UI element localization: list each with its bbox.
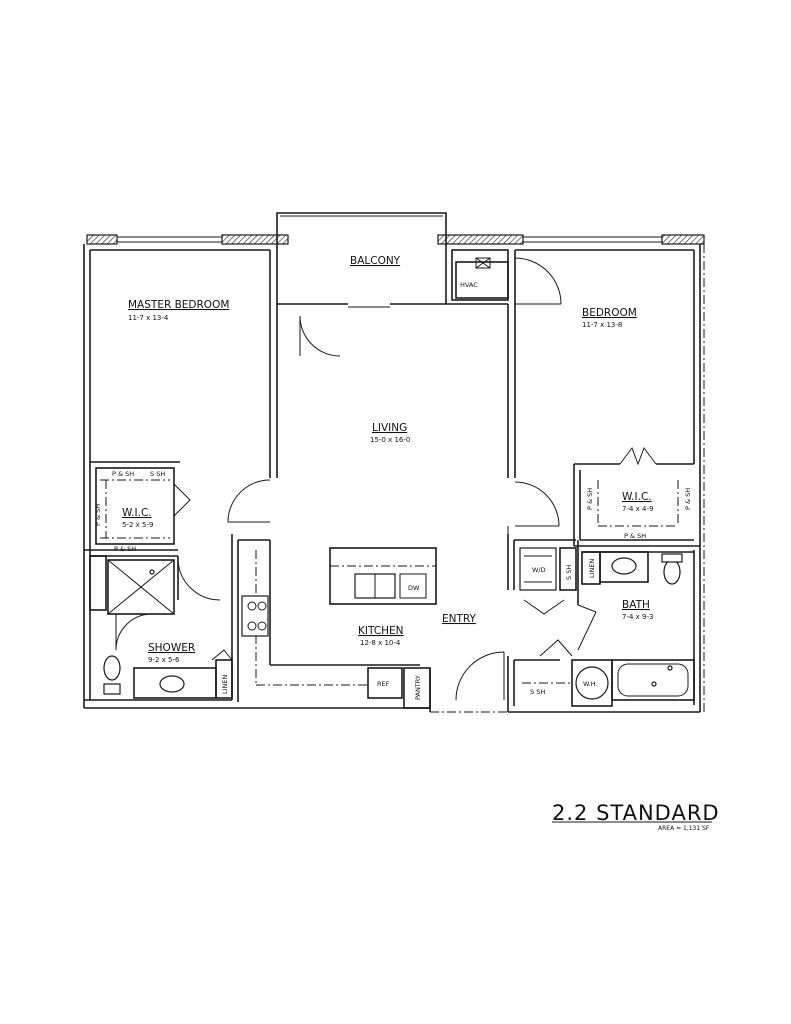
dishwasher-tag: DW <box>408 584 420 592</box>
bedroom-label: BEDROOM <box>582 307 637 319</box>
bath-dims: 7-4 x 9-3 <box>622 613 653 621</box>
kitchen-dims: 12-8 x 10-4 <box>360 639 401 647</box>
washer-dryer-tag: W/D <box>532 566 546 574</box>
laundry-shelf-tag: S SH <box>565 565 573 580</box>
wic-bedroom-dims: 7-4 x 4-9 <box>622 505 653 513</box>
bedroom-dims: 11-7 x 13-8 <box>582 321 622 329</box>
bedroom-wic-left-pole-tag: P & SH <box>586 488 594 510</box>
kitchen-label: KITCHEN <box>358 625 404 637</box>
sink-icon <box>159 675 185 693</box>
entry-label: ENTRY <box>442 613 477 625</box>
master-wic-bottom-pole-tag: P & SH <box>114 545 136 553</box>
living-dims: 15-0 x 16-0 <box>370 436 410 444</box>
bathtub-icon <box>611 659 695 701</box>
pantry-tag: PANTRY <box>414 675 422 700</box>
balcony <box>276 212 447 308</box>
laundry <box>507 534 579 615</box>
water-heater-tag: W.H. <box>583 680 598 688</box>
wic-bedroom-label: W.I.C. <box>622 491 652 503</box>
toilet-icon <box>663 559 681 585</box>
exterior-wall-master <box>221 234 289 245</box>
shower-linen-tag: LINEN <box>221 674 229 694</box>
master-bedroom-dims: 11-7 x 13-4 <box>128 314 169 322</box>
kitchen <box>231 534 505 712</box>
plan-area: AREA = 1,131 SF <box>658 825 710 832</box>
wic-master-label: W.I.C. <box>122 507 152 519</box>
master-wic-side-pole-tag: P & SH <box>94 504 102 526</box>
master-bedroom-label: MASTER BEDROOM <box>128 299 229 311</box>
bedroom-wic-right-pole-tag: P & SH <box>684 488 692 510</box>
wic-master-dims: 5-2 x 5-9 <box>122 521 153 529</box>
master-bedroom-walls <box>84 244 278 557</box>
living-label: LIVING <box>372 422 407 434</box>
exterior-wall-right <box>661 234 705 245</box>
master-wic-top-pole-tag: P & SH <box>112 470 134 478</box>
window-master <box>117 236 222 243</box>
sink-icon <box>611 557 637 575</box>
balcony-label: BALCONY <box>350 255 401 267</box>
shower-label: SHOWER <box>148 642 195 654</box>
perimeter-walls <box>83 244 705 713</box>
cooktop-icon <box>241 595 269 637</box>
kitchen-island <box>329 547 437 605</box>
bath-label: BATH <box>622 599 650 611</box>
water-heater-icon <box>575 666 609 700</box>
living-walls <box>299 244 560 534</box>
bedroom-wic-bottom-pole-tag: P & SH <box>624 532 646 540</box>
plan-name: 2.2 STANDARD <box>552 801 720 825</box>
wic-master <box>95 467 191 545</box>
bath <box>507 551 695 712</box>
wic-bedroom <box>573 446 700 547</box>
refrigerator-tag: REF <box>377 680 390 688</box>
exterior-wall-left <box>86 234 118 245</box>
toilet-icon <box>103 655 121 681</box>
hvac-tag: HVAC <box>460 281 478 289</box>
master-wic-top-shelf-tag: S SH <box>150 470 165 478</box>
master-bath <box>89 555 233 699</box>
bath-linen-tag: LINEN <box>588 558 596 578</box>
bath-shelf-tag: S SH <box>530 688 545 696</box>
window-bedroom <box>523 236 662 243</box>
bedroom-walls <box>451 249 694 310</box>
shower-dims: 9-2 x 5-6 <box>148 656 180 664</box>
washer-dryer-icon <box>519 547 557 591</box>
exterior-wall-center <box>437 234 524 245</box>
